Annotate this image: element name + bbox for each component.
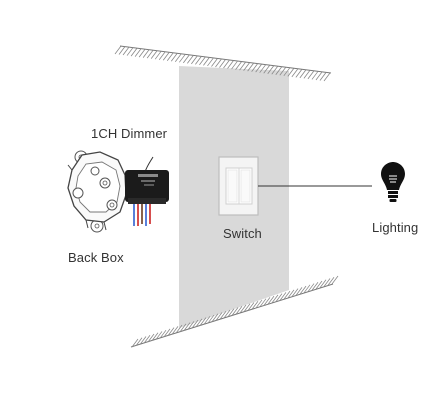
dimmer-module-icon — [125, 170, 169, 226]
back-box-label: Back Box — [68, 250, 124, 265]
junction-box-icon — [67, 150, 132, 233]
dimmer-label: 1CH Dimmer — [91, 126, 168, 141]
light-bulb-icon — [381, 162, 405, 202]
wall-switch-icon — [218, 156, 259, 216]
antenna-wire — [144, 156, 154, 173]
ceiling-hatch — [114, 45, 332, 82]
floor-hatch — [130, 275, 339, 348]
switch-label: Switch — [223, 226, 262, 241]
lighting-label: Lighting — [372, 220, 419, 235]
